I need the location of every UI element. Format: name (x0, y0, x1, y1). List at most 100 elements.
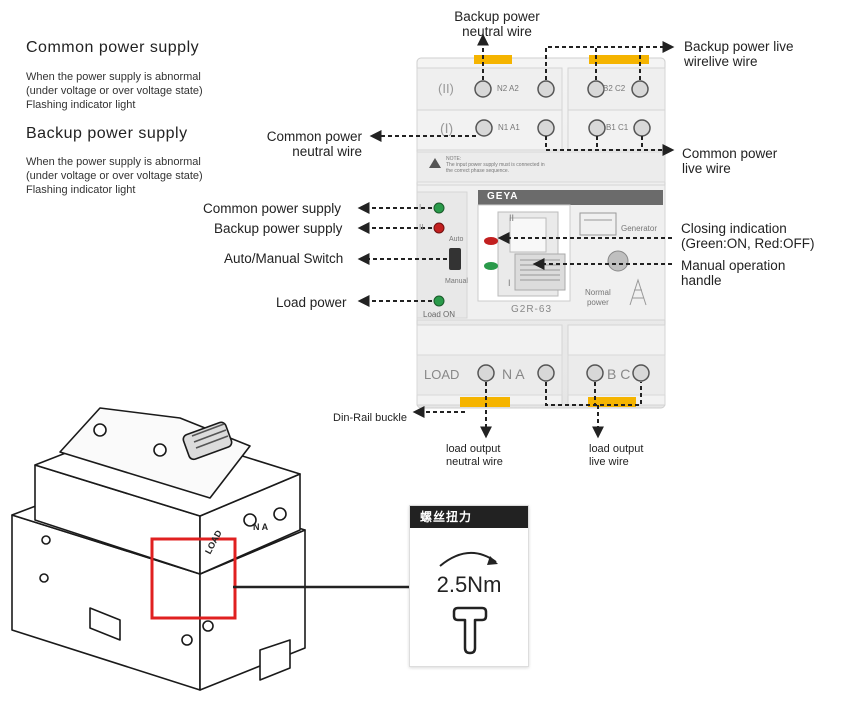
callout-din-rail: Din-Rail buckle (333, 412, 407, 424)
backup-desc-line3: Flashing indicator light (26, 184, 136, 196)
terminal-screws (474, 80, 651, 382)
callout-manual-line1: Manual operation (681, 258, 786, 273)
generator-label: Generator (621, 224, 658, 233)
screw-load-c (632, 364, 650, 382)
model-label: G2R-63 (511, 304, 553, 315)
backup-supply-led (433, 222, 445, 234)
screw-n2 (474, 80, 492, 98)
screw-b2 (587, 80, 605, 98)
b2c2-label: B2 C2 (603, 84, 626, 93)
callout-common-live-line2: live wire (682, 161, 731, 176)
callout-backup-supply: Backup power supply (214, 221, 343, 236)
note-line1: The input power supply must is connected… (446, 162, 545, 168)
manual-label: Manual (445, 278, 468, 285)
torque-header: 螺丝扭力 (410, 506, 528, 528)
callout-common-live-line1: Common power (682, 146, 778, 161)
rotate-arrow-icon (439, 551, 498, 567)
screw-a1 (537, 119, 555, 137)
callout-auto-manual: Auto/Manual Switch (224, 251, 344, 266)
screw-load-b (586, 364, 604, 382)
n1a1-label: N1 A1 (498, 123, 520, 132)
highlight-box (150, 537, 237, 620)
yellow-clips (460, 55, 649, 407)
callout-load-neutral: load output neutral wire (446, 443, 503, 469)
callout-load-neutral-line1: load output (446, 443, 501, 455)
n2a2-label: N2 A2 (497, 84, 519, 93)
callout-backup-neutral-line2: neutral wire (462, 24, 532, 39)
screw-n1 (475, 119, 493, 137)
warning-icon (429, 158, 441, 168)
normal-power-label: Normal power (585, 288, 611, 308)
indicator-II-label: II (419, 223, 424, 232)
load-terminal-label: LOAD (424, 367, 460, 382)
auto-manual-switch (449, 248, 461, 270)
brand-logo: GEYA (487, 191, 519, 202)
clip-top-left (474, 55, 512, 64)
normal-label-line2: power (586, 298, 609, 307)
clip-bottom-left (460, 397, 510, 407)
common-desc-line1: When the power supply is abnormal (26, 71, 201, 83)
note-line2: the correct phase sequence. (446, 168, 510, 174)
clip-top-right (589, 55, 649, 64)
line-load-live-bus (545, 382, 642, 406)
atse-device-front (416, 57, 666, 409)
callout-common-neutral: Common power neutral wire (258, 129, 362, 159)
callout-common-neutral-line2: neutral wire (292, 144, 362, 159)
pylon-icon (629, 278, 647, 306)
normal-label-line1: Normal (585, 288, 611, 297)
window-II-label: II (509, 213, 515, 223)
indicator-I-label: I (419, 203, 422, 212)
callout-load-live-line1: load output (589, 443, 644, 455)
callout-common-neutral-line1: Common power (266, 129, 362, 144)
row2-roman: (II) (438, 81, 454, 96)
callout-manual-line2: handle (681, 273, 722, 288)
iso-na-label: N A (253, 522, 269, 532)
screw-load-a (537, 364, 555, 382)
screw-b1 (588, 119, 606, 137)
auto-label: Auto (449, 236, 464, 243)
screw-load-n (477, 364, 495, 382)
generator-icon (579, 212, 617, 236)
common-power-supply-title: Common power supply (26, 39, 200, 56)
load-on-led (433, 295, 445, 307)
iso-device-sketch (11, 407, 306, 691)
manual-knob (607, 250, 629, 272)
callout-closing-indication: Closing indication (Green:ON, Red:OFF) (681, 221, 815, 251)
callout-backup-neutral: Backup power neutral wire (452, 9, 542, 39)
callout-manual-handle: Manual operation handle (681, 258, 785, 288)
callout-load-neutral-line2: neutral wire (446, 456, 503, 468)
backup-desc-line2: (under voltage or over voltage state) (26, 170, 203, 182)
screw-c2 (631, 80, 649, 98)
callout-closing-line1: Closing indication (681, 221, 787, 236)
bc-terminal-label: B C (607, 366, 631, 382)
window-I-label: I (508, 278, 511, 288)
closing-green-led (484, 262, 498, 270)
common-supply-led (433, 202, 445, 214)
torque-value: 2.5Nm (436, 572, 502, 597)
callout-load-power: Load power (276, 295, 347, 310)
screw-icon (452, 606, 488, 655)
line-backup-live (545, 41, 675, 80)
callout-backup-live-line1: Backup power live (684, 39, 794, 54)
callout-backup-neutral-line1: Backup power (454, 9, 540, 24)
clip-bottom-right (588, 397, 636, 407)
callout-load-live-line2: live wire (589, 456, 629, 468)
callout-common-supply: Common power supply (203, 201, 342, 216)
b1c1-label: B1 C1 (606, 123, 629, 132)
callout-load-live: load output live wire (589, 443, 643, 469)
common-desc-line3: Flashing indicator light (26, 99, 136, 111)
dashed-callouts (357, 33, 675, 439)
callout-common-live: Common power live wire (682, 146, 777, 176)
backup-power-desc: When the power supply is abnormal (under… (26, 155, 203, 197)
screw-c1 (633, 119, 651, 137)
common-desc-line2: (under voltage or over voltage state) (26, 85, 203, 97)
callout-closing-line2: (Green:ON, Red:OFF) (681, 236, 815, 251)
common-power-desc: When the power supply is abnormal (under… (26, 70, 203, 112)
note-title: NOTE: (446, 156, 462, 162)
screw-a2 (537, 80, 555, 98)
note-block: NOTE: The input power supply must is con… (446, 156, 545, 174)
load-on-label: Load ON (423, 310, 456, 319)
torque-card: 螺丝扭力 2.5Nm (409, 505, 529, 667)
na-terminal-label: N A (502, 366, 525, 382)
